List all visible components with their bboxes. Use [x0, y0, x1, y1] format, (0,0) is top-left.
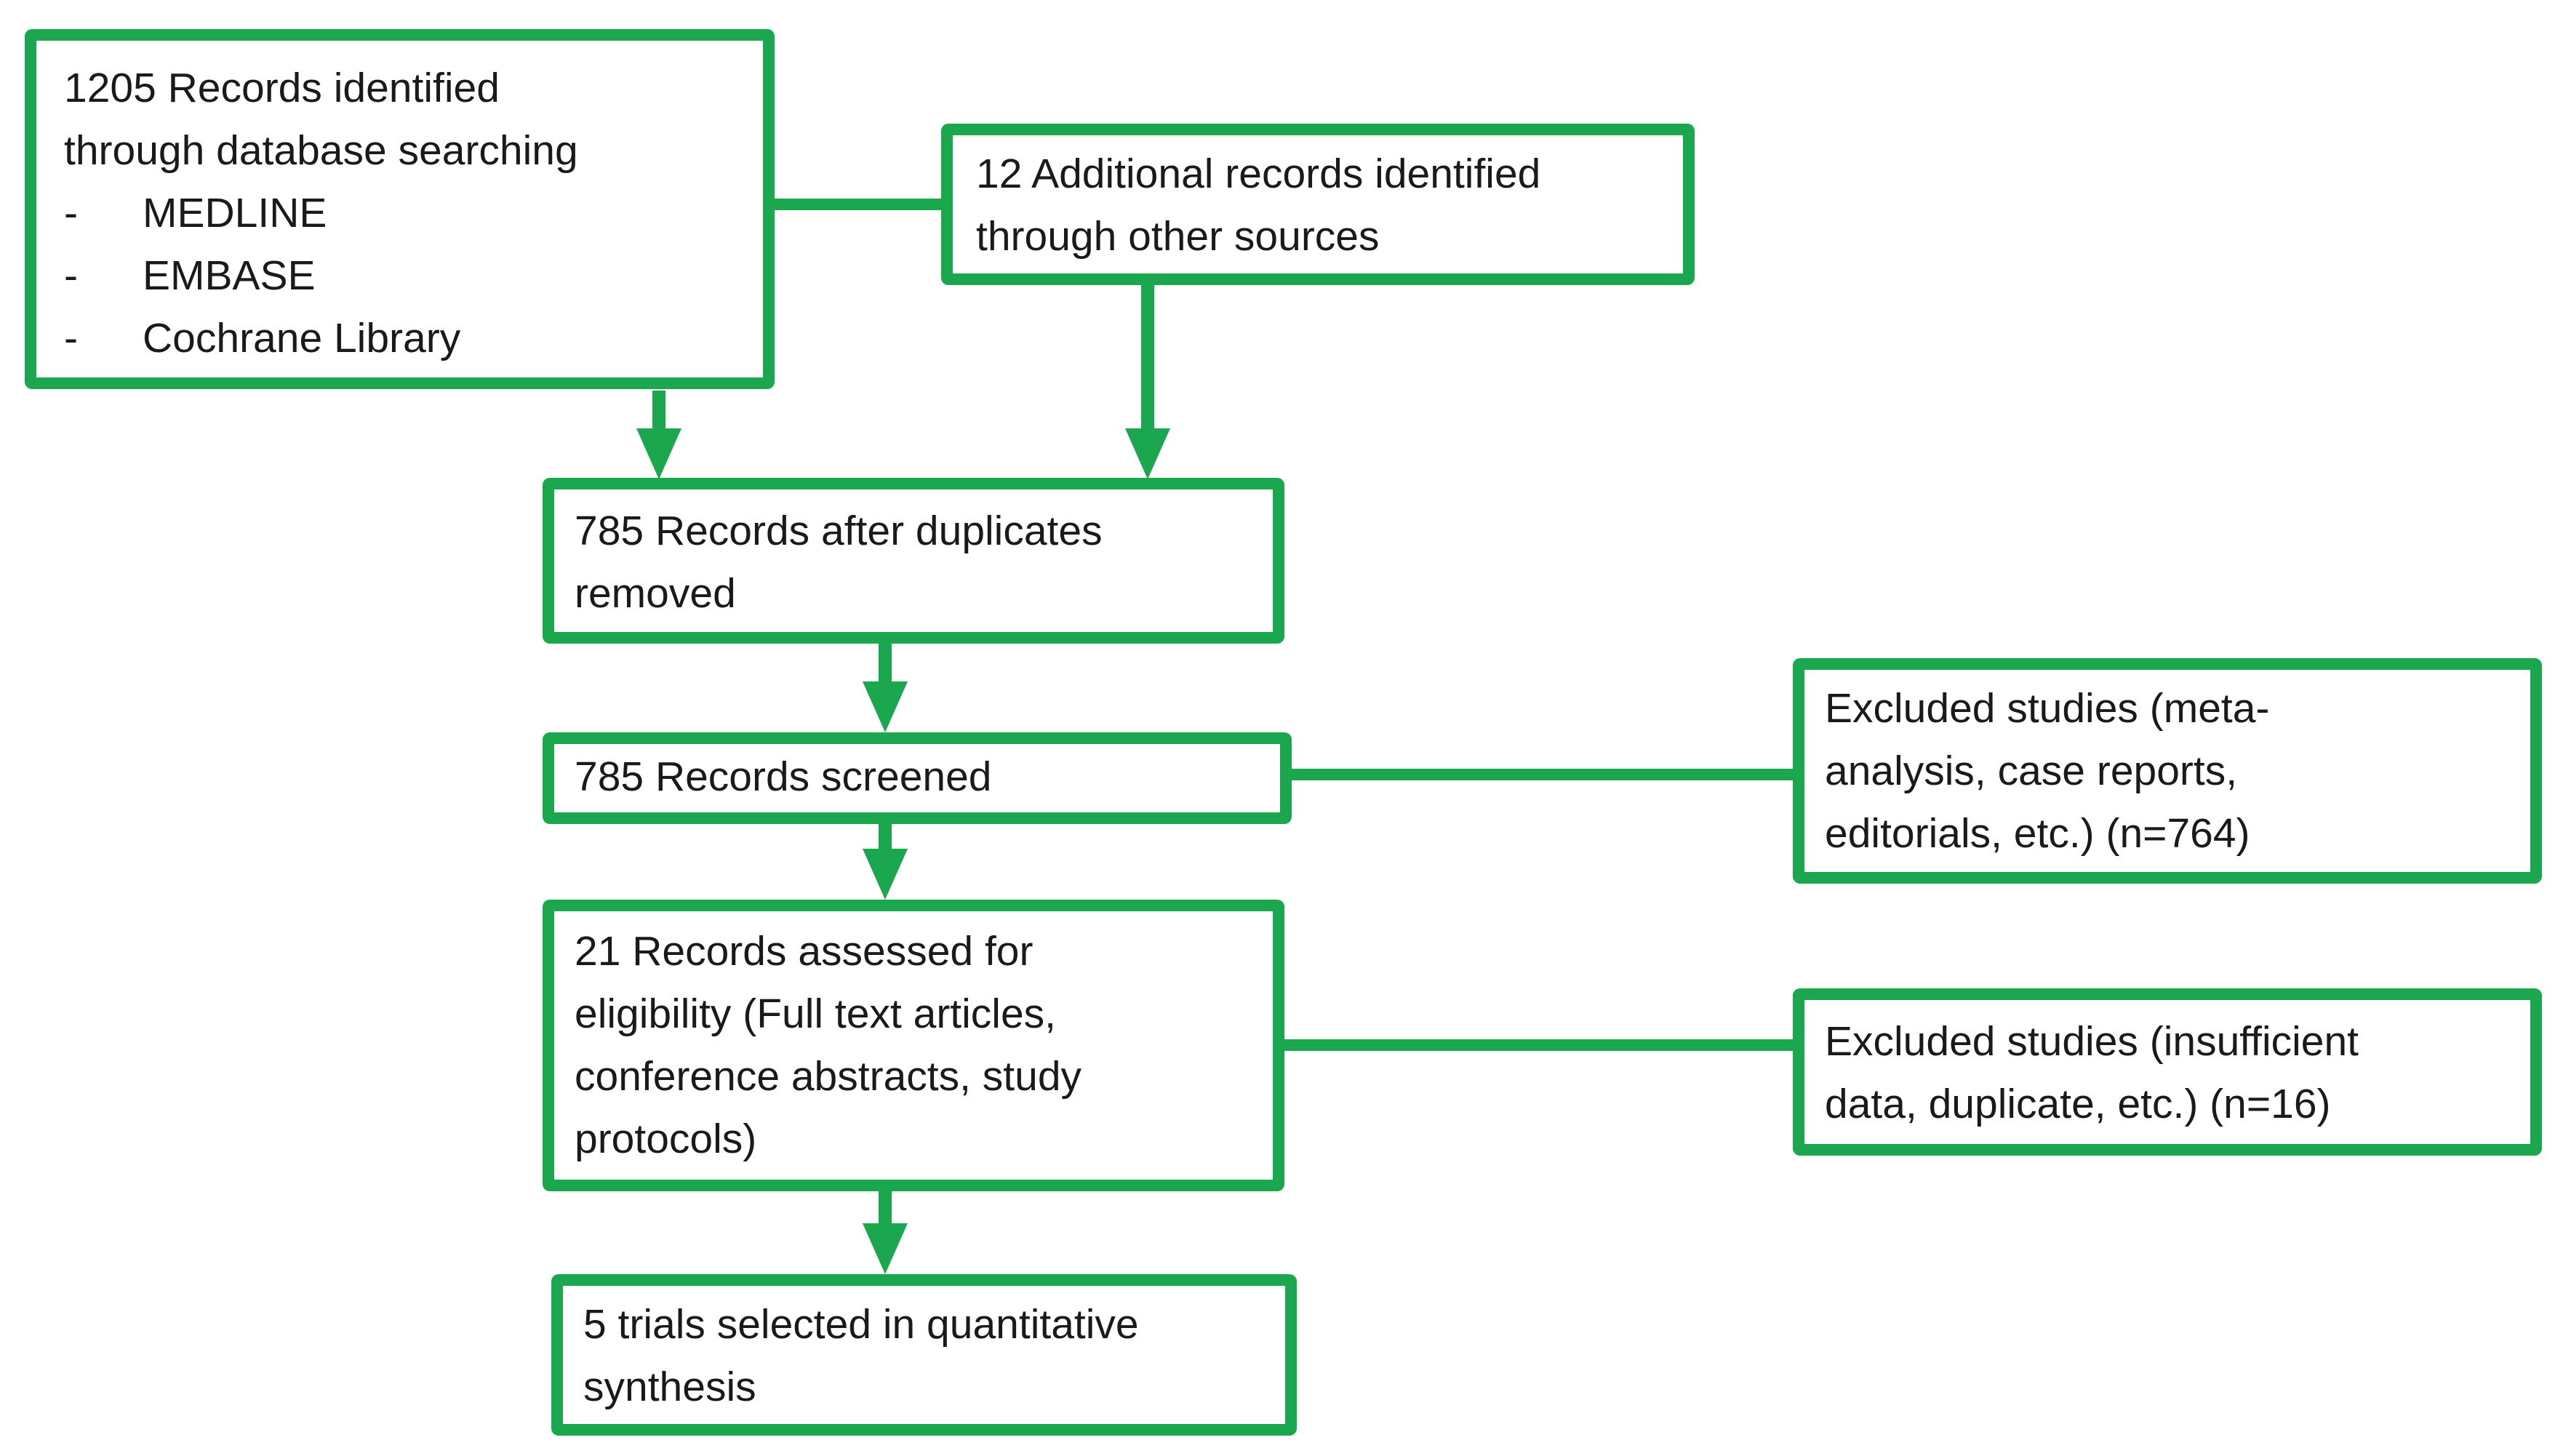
- records-deduplicated-line-1: 785 Records after duplicates: [575, 508, 1103, 554]
- connector-assessed-to-excluded: [1282, 1039, 1796, 1051]
- box-trials-selected: 5 trials selected in quantitative synthe…: [551, 1274, 1297, 1436]
- records-assessed-line-4: protocols): [575, 1116, 757, 1162]
- excluded-screening-line-2: analysis, case reports,: [1825, 748, 2238, 794]
- records-assessed-line-2: eligibility (Full text articles,: [575, 991, 1057, 1037]
- bullet-dash: -: [64, 252, 78, 299]
- bullet-dash: -: [64, 315, 78, 361]
- box-records-assessed: 21 Records assessed for eligibility (Ful…: [543, 900, 1284, 1191]
- arrow-identified-to-deduplicated-stem: [652, 391, 665, 433]
- arrow-additional-to-deduplicated-head-icon: [1125, 428, 1170, 479]
- box-excluded-eligibility: Excluded studies (insufficient data, dup…: [1793, 988, 2542, 1156]
- bullet-medline: - MEDLINE: [64, 182, 748, 244]
- arrow-screened-to-assessed-stem: [879, 824, 892, 855]
- trials-selected-line-1: 5 trials selected in quantitative: [583, 1301, 1139, 1348]
- bullet-cochrane-label: Cochrane Library: [143, 315, 461, 361]
- connector-identified-to-additional: [767, 199, 944, 210]
- bullet-cochrane: - Cochrane Library: [64, 307, 748, 369]
- bullet-embase-label: EMBASE: [143, 252, 316, 299]
- arrow-assessed-to-selected-stem: [879, 1191, 892, 1228]
- arrow-assessed-to-selected-head-icon: [863, 1223, 908, 1274]
- records-identified-line-1: 1205 Records identified: [64, 65, 500, 111]
- additional-records-line-1: 12 Additional records identified: [976, 151, 1541, 197]
- box-excluded-screening: Excluded studies (meta- analysis, case r…: [1793, 658, 2542, 884]
- box-records-screened: 785 Records screened: [543, 732, 1292, 824]
- records-assessed-line-1: 21 Records assessed for: [575, 928, 1033, 975]
- additional-records-line-2: through other sources: [976, 213, 1380, 260]
- arrow-deduplicated-to-screened-stem: [879, 644, 892, 686]
- excluded-screening-line-3: editorials, etc.) (n=764): [1825, 810, 2250, 857]
- arrow-additional-to-deduplicated-stem: [1141, 285, 1154, 432]
- records-assessed-line-3: conference abstracts, study: [575, 1053, 1082, 1100]
- records-screened-line-1: 785 Records screened: [575, 753, 992, 800]
- arrow-screened-to-assessed-head-icon: [863, 849, 908, 900]
- excluded-screening-line-1: Excluded studies (meta-: [1825, 685, 2270, 732]
- arrow-identified-to-deduplicated-head-icon: [636, 428, 681, 479]
- records-identified-line-2: through database searching: [64, 127, 578, 174]
- box-additional-records: 12 Additional records identified through…: [941, 124, 1695, 285]
- excluded-eligibility-line-2: data, duplicate, etc.) (n=16): [1825, 1081, 2331, 1127]
- records-deduplicated-line-2: removed: [575, 570, 736, 617]
- trials-selected-line-2: synthesis: [583, 1364, 756, 1410]
- box-records-identified: 1205 Records identified through database…: [25, 29, 775, 389]
- bullet-embase: - EMBASE: [64, 244, 748, 307]
- excluded-eligibility-line-1: Excluded studies (insufficient: [1825, 1018, 2359, 1065]
- connector-screened-to-excluded: [1289, 769, 1796, 780]
- bullet-dash: -: [64, 190, 78, 236]
- bullet-medline-label: MEDLINE: [143, 190, 327, 236]
- box-records-deduplicated: 785 Records after duplicates removed: [543, 478, 1284, 644]
- arrow-deduplicated-to-screened-head-icon: [863, 681, 908, 732]
